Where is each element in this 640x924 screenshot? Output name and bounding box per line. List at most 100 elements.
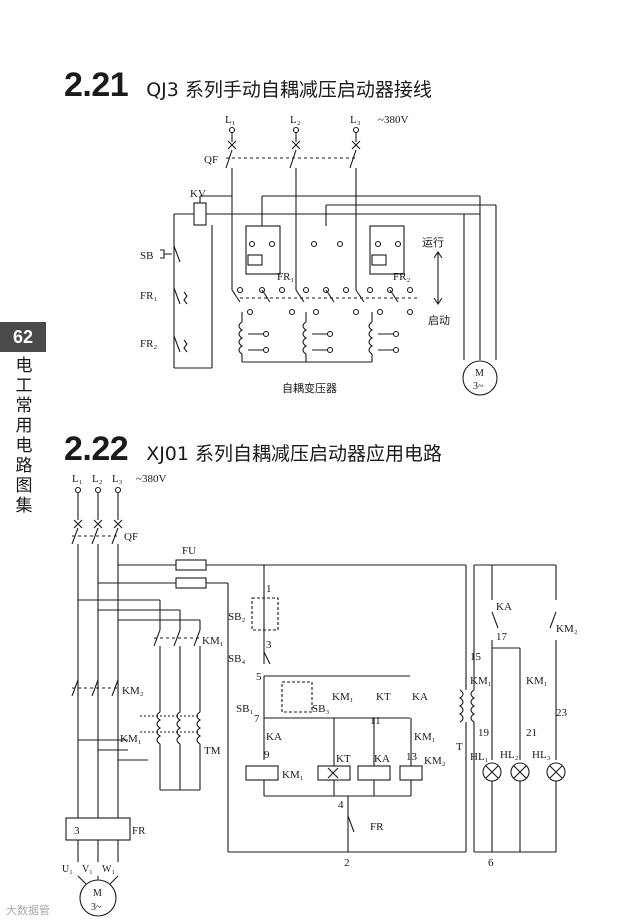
- label-l2: L₂: [290, 114, 301, 126]
- stop-button-sb: [160, 245, 181, 263]
- label-sb4: SB₄: [228, 653, 245, 665]
- label-b-l1: L₁: [72, 473, 83, 485]
- section-heading: QJ3 系列手动自耦减压启动器接线: [146, 79, 432, 101]
- label-hl3: HL₃: [532, 749, 551, 761]
- coil-kt: [317, 765, 351, 781]
- section-heading: XJ01 系列自耦减压启动器应用电路: [146, 443, 443, 465]
- breaker-qf: [225, 132, 361, 290]
- node-3: 3: [266, 639, 272, 651]
- label-km1-il: KM₁: [414, 731, 436, 743]
- km2-main-contacts: [71, 679, 119, 697]
- label-l1: L₁: [225, 114, 236, 126]
- label-ka-contact: KA: [266, 731, 282, 743]
- node-15: 15: [470, 651, 482, 663]
- transformer-tm: [140, 711, 201, 791]
- transformer-t: [459, 564, 556, 853]
- label-coil-ka: KA: [374, 753, 390, 765]
- label-coil-km2: KM₂: [424, 755, 446, 767]
- label-b-voltage: ~380V: [136, 473, 166, 485]
- label-tm: TM: [204, 745, 221, 757]
- label-fr1: FR₁: [277, 271, 294, 283]
- label-sb: SB: [140, 250, 153, 262]
- label-km1-lamp2: KM₁: [526, 675, 548, 687]
- thermal-box-number: 3: [74, 825, 80, 837]
- label-run: 运行: [422, 236, 444, 249]
- sb2-enclosure: [251, 597, 279, 631]
- motor-b-type: 3~: [91, 902, 102, 913]
- label-voltage: ~380V: [378, 114, 408, 126]
- thermal-contact-fr1: [173, 287, 188, 305]
- node-11: 11: [370, 715, 381, 727]
- thermal-relay-block-2: [369, 225, 405, 275]
- label-start: 启动: [428, 314, 450, 327]
- km1-main-contacts: [78, 599, 201, 712]
- coil-ka: [357, 765, 391, 781]
- coil-km2: [399, 765, 423, 781]
- motor-a: [462, 360, 498, 396]
- label-l3: L₃: [350, 114, 361, 126]
- label-km2-lamp: KM₂: [556, 623, 578, 635]
- terminal-w1: W₁: [102, 864, 115, 875]
- terminal-u1: U₁: [62, 864, 73, 875]
- thermal-contact-fr2: [173, 335, 188, 353]
- motor-b-m: M: [93, 888, 102, 899]
- label-fr2-left: FR₂: [140, 338, 157, 350]
- label-qf: QF: [204, 154, 218, 166]
- node-4: 4: [338, 799, 344, 811]
- label-b-l2: L₂: [92, 473, 103, 485]
- label-fr-contact: FR: [370, 821, 384, 833]
- label-km1-main: KM₁: [202, 635, 224, 647]
- thermal-relay-block-1: [245, 225, 281, 275]
- label-ka-hold: KA: [412, 691, 428, 703]
- node-23: 23: [556, 707, 568, 719]
- node-13: 13: [406, 751, 418, 763]
- label-km1-hold: KM₁: [332, 691, 354, 703]
- label-ka-lamp: KA: [496, 601, 512, 613]
- node-9: 9: [264, 749, 270, 761]
- motor-a-type: 3~: [473, 381, 484, 392]
- label-autotransformer: 自耦变压器: [282, 381, 337, 395]
- node-17: 17: [496, 631, 508, 643]
- label-hl1: HL₁: [470, 751, 489, 763]
- label-kv: KV: [190, 188, 206, 200]
- section-number: 2.22: [64, 430, 129, 468]
- book-title-vertical: 电工常用电路图集: [15, 356, 33, 516]
- sb3-enclosure: [281, 681, 313, 713]
- run-contacts: [236, 240, 414, 316]
- terminal-v1: V₁: [82, 864, 93, 875]
- node-7: 7: [254, 713, 260, 725]
- label-km2-main: KM₂: [122, 685, 144, 697]
- section-number: 2.21: [64, 66, 129, 104]
- fuse-2: [175, 577, 207, 589]
- fuse-1: [175, 559, 207, 571]
- heater-fr2: [371, 254, 387, 266]
- label-sb1: SB₁: [236, 703, 253, 715]
- node-2: 2: [344, 857, 350, 869]
- label-fr2: FR₂: [393, 271, 410, 283]
- label-hl2: HL₂: [500, 749, 519, 761]
- label-sb2: SB₂: [228, 611, 245, 623]
- label-km1-aux: KM₁: [120, 733, 142, 745]
- label-coil-kt: KT: [336, 753, 351, 765]
- page-number-tab: 62: [0, 322, 46, 352]
- node-1: 1: [266, 583, 272, 595]
- label-coil-km1: KM₁: [282, 769, 304, 781]
- label-fu: FU: [182, 545, 196, 557]
- label-fr1-left: FR₁: [140, 290, 157, 302]
- breaker-qf-b: [71, 492, 123, 818]
- section-title-2-22: 2.22 XJ01 系列自耦减压启动器应用电路: [64, 430, 442, 469]
- label-b-qf: QF: [124, 531, 138, 543]
- node-21: 21: [526, 727, 537, 739]
- label-b-l3: L₃: [112, 473, 123, 485]
- coil-km1: [245, 765, 279, 781]
- motor-a-m: M: [475, 368, 484, 379]
- label-sb3: SB₃: [312, 703, 329, 715]
- node-6: 6: [488, 857, 494, 869]
- watermark: 大数据管: [6, 904, 50, 917]
- section-title-2-21: 2.21 QJ3 系列手动自耦减压启动器接线: [64, 66, 432, 105]
- heater-fr1: [247, 254, 263, 266]
- label-kt-contact: KT: [376, 691, 391, 703]
